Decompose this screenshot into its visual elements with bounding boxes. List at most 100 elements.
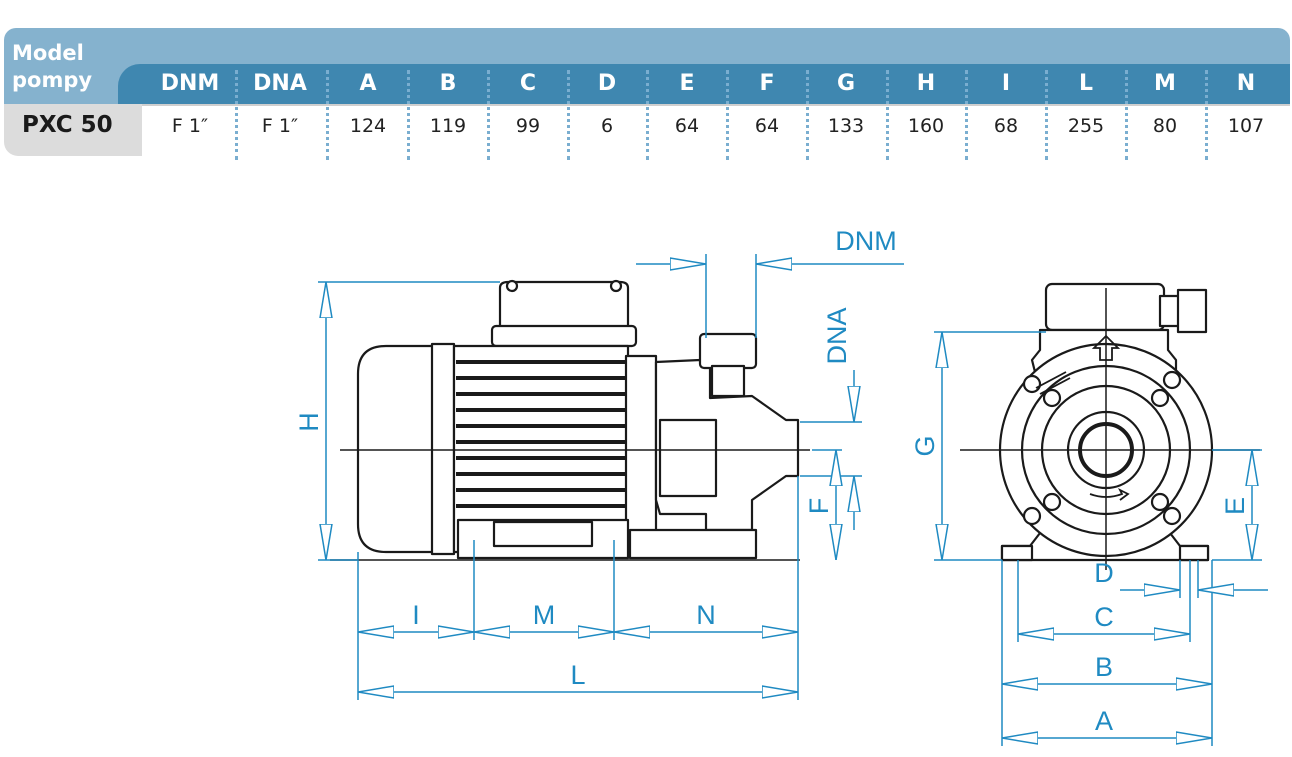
column-separator: [886, 70, 889, 160]
value-f: 64: [754, 115, 780, 137]
motor-flange: [624, 354, 658, 534]
casing-bolt: [1042, 492, 1062, 512]
front-dimensions: [934, 331, 1268, 746]
value-m: 80: [1152, 115, 1178, 137]
cooling-fins: [456, 360, 626, 508]
table-header-left: [4, 64, 140, 104]
col-header-n: N: [1236, 71, 1256, 96]
label-b: B: [1095, 652, 1113, 682]
fan-cover: [356, 344, 442, 554]
col-header-l: L: [1078, 71, 1094, 96]
column-separator: [487, 70, 490, 160]
rotation-arrow-icon: [1089, 487, 1130, 501]
col-header-b: B: [439, 71, 457, 96]
value-i: 68: [993, 115, 1019, 137]
model-label-line2: pompy: [12, 68, 93, 92]
label-g: G: [910, 435, 940, 456]
value-d: 6: [600, 115, 614, 137]
column-separator: [1045, 70, 1048, 160]
label-m: M: [533, 600, 556, 630]
label-f: F: [804, 498, 834, 515]
value-dna: F 1″: [261, 115, 299, 137]
casing-bolt: [1162, 370, 1182, 390]
motor-housing: [452, 344, 630, 554]
front-axis-lines: [960, 288, 1260, 570]
col-header-e: E: [679, 71, 695, 96]
col-header-i: I: [1001, 71, 1011, 96]
col-header-h: H: [916, 71, 936, 96]
flow-arrow-icon: [1091, 334, 1121, 361]
col-header-c: C: [519, 71, 537, 96]
label-a: A: [1095, 706, 1113, 736]
casing-bolt: [1022, 374, 1042, 394]
col-header-a: A: [359, 71, 377, 96]
dimensions-table: Model pompy DNM DNA A B C D E F G H I L …: [0, 0, 1292, 170]
column-separator: [407, 70, 410, 160]
terminal-box: [498, 280, 630, 330]
value-a: 124: [349, 115, 387, 137]
front-markings: [1035, 334, 1130, 501]
col-header-dnm: DNM: [160, 71, 220, 96]
label-c: C: [1094, 602, 1114, 632]
label-l: L: [570, 660, 585, 690]
front-foot-pad: [1178, 544, 1210, 562]
pump-foot: [628, 528, 758, 560]
column-separator: [646, 70, 649, 160]
column-separator: [567, 70, 570, 160]
col-header-dna: DNA: [253, 71, 307, 96]
col-header-g: G: [836, 71, 856, 96]
col-header-m: M: [1154, 71, 1176, 96]
outlet-port: [698, 332, 758, 370]
column-separator: [326, 70, 329, 160]
casing-bolt: [1022, 506, 1042, 526]
table-header-curve: [118, 64, 162, 104]
model-column-header: Model pompy: [12, 40, 92, 94]
column-separator: [965, 70, 968, 160]
table-header-top: [4, 28, 1290, 64]
front-foot-pad: [1000, 544, 1034, 562]
value-e: 64: [674, 115, 700, 137]
terminal-box-base: [490, 324, 638, 348]
label-n: N: [696, 600, 716, 630]
label-dna: DNA: [822, 307, 852, 364]
casing-bolt: [1162, 506, 1182, 526]
motor-body: [430, 342, 456, 556]
value-l: 255: [1067, 115, 1105, 137]
model-label-line1: Model: [12, 41, 84, 65]
terminal-screw: [609, 279, 623, 293]
table-header-band: [140, 64, 1290, 104]
model-name: PXC 50: [22, 112, 113, 138]
foot-cutout: [492, 520, 594, 548]
label-d: D: [1094, 558, 1114, 588]
dimension-labels: DNM DNA H F I M N L G E D C B A: [294, 226, 1250, 736]
column-separator: [726, 70, 729, 160]
col-header-d: D: [597, 71, 617, 96]
pump-side-view: [330, 279, 800, 561]
label-e: E: [1220, 497, 1250, 515]
column-separator: [1125, 70, 1128, 160]
side-dimensions: [318, 254, 904, 700]
label-i: I: [412, 600, 420, 630]
value-n: 107: [1227, 115, 1265, 137]
casing-bolt: [1150, 492, 1170, 512]
outlet-nut: [710, 364, 746, 398]
casing-bolt: [1150, 388, 1170, 408]
column-separator: [235, 70, 238, 160]
cable-gland-nut: [1176, 288, 1208, 334]
model-cell: [4, 104, 142, 156]
value-h: 160: [907, 115, 945, 137]
column-separator: [806, 70, 809, 160]
label-dnm: DNM: [835, 226, 897, 256]
row-divider: [142, 104, 1290, 106]
value-dnm: F 1″: [171, 115, 209, 137]
column-separator: [1205, 70, 1208, 160]
inlet-port: [658, 418, 718, 498]
terminal-screw: [505, 279, 519, 293]
value-g: 133: [827, 115, 865, 137]
value-b: 119: [429, 115, 467, 137]
front-terminal-box: [1044, 282, 1166, 332]
label-h: H: [294, 412, 324, 432]
col-header-f: F: [759, 71, 775, 96]
casing-bolt: [1042, 388, 1062, 408]
